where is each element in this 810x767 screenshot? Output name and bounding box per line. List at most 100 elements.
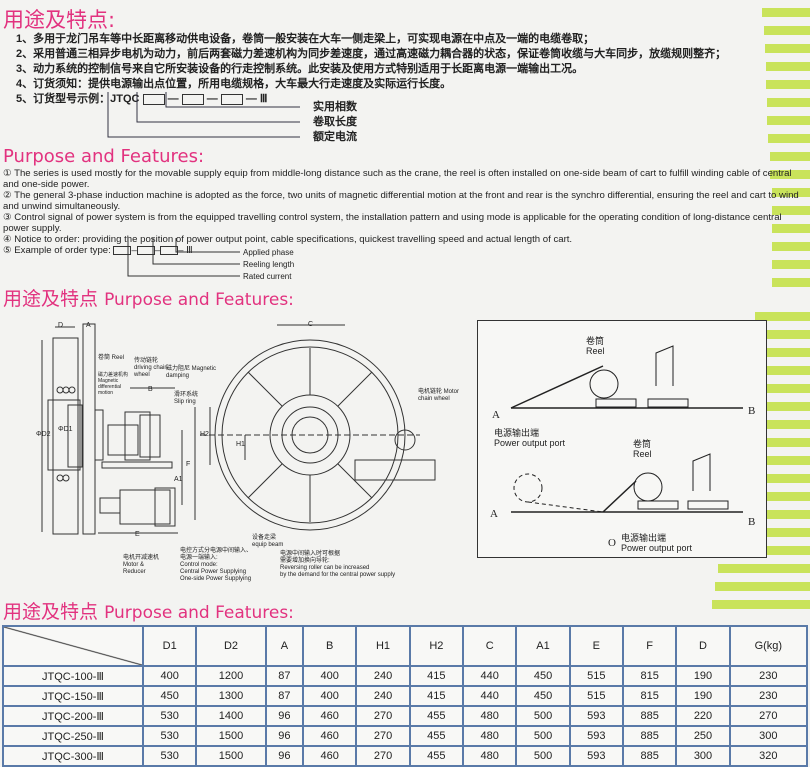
scheme-reel-cn-1: 卷筒	[586, 336, 605, 346]
table-cell: 270	[355, 745, 411, 767]
table-cell: 450	[515, 685, 571, 707]
section-title-en: Purpose and Features:	[3, 146, 205, 167]
column-header: D2	[195, 625, 267, 667]
table-cell: 96	[264, 705, 305, 727]
order-label-current: 额定电流	[313, 131, 357, 143]
column-header: H2	[408, 625, 465, 667]
scheme-reel-cn-2: 卷筒	[633, 439, 652, 449]
label-magnetic-differential: 磁力差速机构 Magnetic differential motion	[98, 372, 129, 396]
cn-item: 2、采用普通三相异步电机为动力，前后两套磁力差速机构为同步差速度，通过高速磁力耦…	[16, 48, 727, 60]
table-cell: 270	[355, 705, 411, 727]
roller-line: 电源中间输入时可根据	[280, 551, 341, 557]
table-cell: 593	[568, 745, 625, 767]
scheme-reel-en-2: Reel	[633, 449, 652, 459]
table-cell: 460	[302, 725, 358, 747]
control-line: Control mode:	[180, 562, 218, 568]
table-cell: 455	[408, 745, 465, 767]
diagonal-header-cell	[2, 625, 144, 667]
table-cell: 250	[675, 725, 731, 747]
label-reversing-roller: 电源中间输入时可根据需要增加换向导轮:Reversing roller can …	[280, 551, 395, 579]
title-en: Purpose and Features:	[104, 290, 294, 310]
table-section-title: 用途及特点 Purpose and Features:	[3, 597, 294, 624]
roller-line: 需要增加换向导轮:	[280, 558, 330, 564]
en-item: ③ Control signal of power system is from…	[3, 212, 782, 234]
cn-order-example: 5、订货型号示例：JTQC — — — Ⅲ	[16, 93, 268, 105]
model-cell: JTQC-150-Ⅲ	[2, 685, 144, 707]
table-cell: 885	[621, 725, 678, 747]
column-header: A	[264, 625, 305, 667]
en-label-length: Reeling length	[243, 260, 295, 269]
cn-item: 1、多用于龙门吊车等中长距离移动供电设备，卷筒一般安装在大车一侧走梁上，可实现电…	[16, 33, 595, 45]
title-en: Purpose and Features:	[104, 603, 294, 623]
table-cell: 815	[621, 685, 678, 707]
control-line: 电控方式分电源中间输入、	[180, 548, 253, 554]
table-cell: 415	[408, 685, 465, 707]
table-cell: 480	[462, 705, 518, 727]
column-header: G(kg)	[728, 625, 809, 667]
table-cell: 320	[728, 745, 809, 767]
dim-F: F	[186, 461, 191, 468]
table-cell: 1400	[195, 705, 267, 727]
table-cell: 440	[462, 665, 518, 687]
control-line: One-side Power Supplying	[180, 576, 252, 582]
label-equip-beam: 设备走梁 equip beam	[252, 535, 284, 548]
en-item: ④ Notice to order: providing the positio…	[3, 234, 573, 245]
table-cell: 220	[675, 705, 731, 727]
table-cell: 500	[515, 705, 571, 727]
table-cell: 450	[141, 685, 198, 707]
column-header: B	[302, 625, 358, 667]
table-cell: 300	[675, 745, 731, 767]
en-item: ② The general 3-phase induction machine …	[3, 190, 799, 212]
table-cell: 500	[515, 725, 571, 747]
en-label-current: Rated current	[243, 272, 292, 281]
scheme-point-b-2: B	[748, 516, 756, 528]
table-cell: 230	[728, 685, 809, 707]
dim-A: A	[86, 322, 91, 329]
table-cell: 1300	[195, 685, 267, 707]
label-motor-chain-wheel: 电机链轮 Motor chain wheel	[418, 389, 460, 402]
label-magnetic-damping: 磁力阻尼 Magnetic damping	[166, 366, 217, 379]
cn-item: 3、动力系统的控制信号来自它所安装设备的行走控制系统。此安装及使用方式特别适用于…	[16, 63, 584, 75]
column-header: H1	[355, 625, 411, 667]
roller-line: by the demand for the central power supp…	[280, 572, 396, 578]
en-order-leader-lines	[127, 238, 240, 277]
scheme-port-en-1: Power output port	[494, 438, 566, 448]
scheme-reel-en-1: Reel	[586, 346, 605, 356]
dim-E: E	[135, 531, 140, 538]
scheme-point-a-1: A	[492, 409, 500, 421]
column-header: E	[568, 625, 625, 667]
table-cell: 460	[302, 705, 358, 727]
dim-D2: ΦD2	[36, 431, 51, 438]
scheme-point-o: O	[608, 537, 616, 549]
table-cell: 515	[568, 685, 625, 707]
dim-D: D	[58, 322, 64, 329]
table-cell: 270	[355, 725, 411, 747]
column-header: F	[621, 625, 678, 667]
order-label-phase: 实用相数	[313, 101, 357, 113]
scheme-point-a-2: A	[490, 508, 498, 520]
en-item: ① The series is used mostly for the mova…	[3, 168, 792, 190]
table-cell: 240	[355, 665, 411, 687]
table-cell: 400	[302, 665, 358, 687]
column-header: C	[462, 625, 518, 667]
label-reel: 卷筒 Reel	[98, 355, 125, 361]
model-cell: JTQC-250-Ⅲ	[2, 725, 144, 747]
cn-feature-list: 1、多用于龙门吊车等中长距离移动供电设备，卷筒一般安装在大车一侧走梁上，可实现电…	[16, 32, 726, 107]
table-cell: 480	[462, 745, 518, 767]
dim-D1: ΦD1	[58, 426, 73, 433]
model-cell: JTQC-300-Ⅲ	[2, 745, 144, 767]
table-cell: 270	[728, 705, 809, 727]
control-line: 电源一端输入:	[180, 555, 218, 561]
scheme-port-cn-1: 电源输出端	[494, 428, 540, 438]
table-cell: 96	[264, 745, 305, 767]
label-control-mode: 电控方式分电源中间输入、电源一端输入:Control mode:Central …	[180, 548, 252, 583]
table-cell: 500	[515, 745, 571, 767]
table-cell: 87	[264, 685, 305, 707]
dim-A1: A1	[174, 476, 183, 483]
table-cell: 230	[728, 665, 809, 687]
